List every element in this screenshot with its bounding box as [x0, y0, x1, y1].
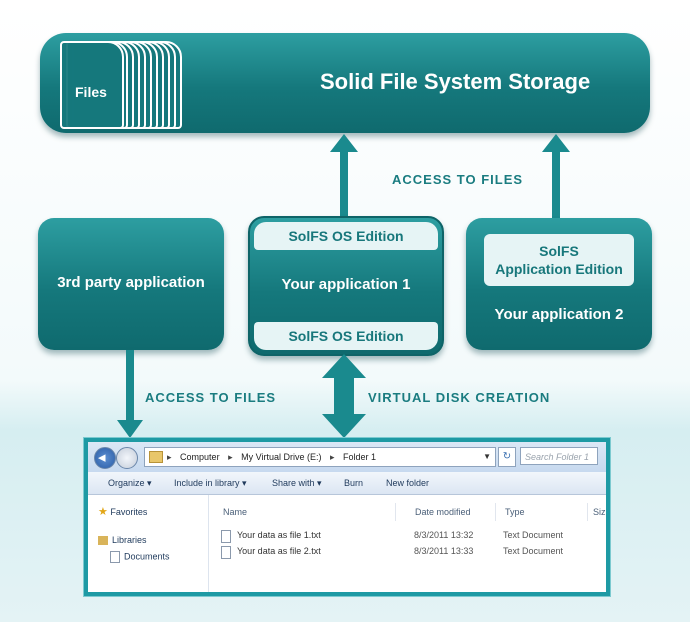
- refresh-button[interactable]: ↻: [498, 447, 516, 467]
- column-header-date[interactable]: Date modified: [415, 507, 471, 517]
- access-to-files-label: ACCESS TO FILES: [392, 172, 524, 187]
- breadcrumb-item[interactable]: My Virtual Drive (E:): [241, 452, 322, 462]
- new-folder-button[interactable]: New folder: [386, 478, 430, 488]
- column-header-type[interactable]: Type: [505, 507, 525, 517]
- solfs-application-edition: SolFS Application Edition: [484, 234, 634, 286]
- your-application-1-box: SolFS OS Edition Your application 1 SolF…: [248, 216, 444, 356]
- search-input[interactable]: Search Folder 1: [520, 447, 598, 465]
- nav-label: Favorites: [110, 507, 148, 517]
- third-party-label: 3rd party application: [57, 274, 205, 291]
- star-icon: ★: [98, 506, 108, 518]
- file-card: [60, 41, 124, 129]
- folder-icon: [149, 451, 163, 463]
- breadcrumb-item[interactable]: Folder 1: [343, 452, 377, 462]
- table-row[interactable]: Your data as file 1.txt 8/3/2011 13:32 T…: [221, 530, 606, 544]
- burn-button[interactable]: Burn: [344, 478, 364, 488]
- back-arrow-icon: ◂: [98, 449, 106, 466]
- text-file-icon: [221, 546, 231, 559]
- explorer-window: ◂ ▸ Computer ▸ My Virtual Drive (E:) ▸ F…: [84, 438, 610, 596]
- library-icon: [98, 536, 108, 546]
- your-application-2-box: SolFS Application Edition Your applicati…: [466, 218, 652, 350]
- nav-item-documents[interactable]: Documents: [110, 551, 170, 563]
- double-arrow-icon: [322, 354, 366, 438]
- down-arrow-icon: [117, 350, 143, 438]
- back-button[interactable]: ◂: [94, 447, 116, 469]
- chevron-down-icon[interactable]: ▼: [483, 452, 491, 461]
- navigation-pane: ★ Favorites Libraries Documents: [88, 495, 209, 592]
- address-bar-area: ◂ ▸ Computer ▸ My Virtual Drive (E:) ▸ F…: [88, 442, 606, 472]
- nav-item-libraries[interactable]: Libraries: [98, 535, 147, 546]
- file-name: Your data as file 1.txt: [237, 530, 321, 540]
- file-date: 8/3/2011 13:33: [414, 546, 474, 556]
- file-type: Text Document: [503, 530, 564, 540]
- nav-item-favorites[interactable]: ★ Favorites: [98, 505, 147, 518]
- file-date: 8/3/2011 13:32: [414, 530, 474, 540]
- up-arrow-icon: [542, 134, 570, 234]
- app1-label: Your application 1: [281, 276, 411, 293]
- text-file-icon: [221, 530, 231, 543]
- nav-label: Documents: [124, 551, 170, 562]
- breadcrumb-item[interactable]: Computer: [180, 452, 220, 462]
- table-row[interactable]: Your data as file 2.txt 8/3/2011 13:33 T…: [221, 546, 606, 560]
- address-input[interactable]: ▸ Computer ▸ My Virtual Drive (E:) ▸ Fol…: [144, 447, 496, 467]
- column-header-size[interactable]: Siz: [593, 507, 606, 517]
- share-with-button[interactable]: Share with ▾: [272, 478, 322, 488]
- solid-file-system-storage: Files Solid File System Storage: [40, 33, 650, 133]
- breadcrumb: ▸ Computer ▸ My Virtual Drive (E:) ▸ Fol…: [167, 452, 377, 462]
- files-stack-icon: Files: [60, 41, 182, 129]
- up-arrow-icon: [330, 134, 358, 220]
- files-label: Files: [75, 84, 107, 100]
- access-to-files-label: ACCESS TO FILES: [145, 390, 277, 405]
- third-party-application-box: 3rd party application: [38, 218, 224, 350]
- file-name: Your data as file 2.txt: [237, 546, 321, 556]
- edition-line-1: SolFS: [539, 243, 579, 259]
- include-in-library-button[interactable]: Include in library ▾: [174, 478, 247, 488]
- solfs-os-edition-top: SolFS OS Edition: [254, 222, 438, 250]
- storage-title: Solid File System Storage: [320, 69, 591, 94]
- edition-line-2: Application Edition: [495, 261, 623, 277]
- file-type: Text Document: [503, 546, 564, 556]
- command-toolbar: Organize ▾ Include in library ▾ Share wi…: [88, 472, 606, 495]
- virtual-disk-creation-label: VIRTUAL DISK CREATION: [368, 390, 551, 405]
- solfs-os-edition-bottom: SolFS OS Edition: [254, 322, 438, 350]
- column-header-name[interactable]: Name: [223, 507, 248, 517]
- nav-label: Libraries: [112, 535, 147, 545]
- app2-label: Your application 2: [494, 306, 624, 323]
- document-icon: [110, 551, 120, 563]
- forward-button[interactable]: [116, 447, 138, 469]
- organize-button[interactable]: Organize ▾: [108, 478, 152, 488]
- file-list: Name Date modified Type Siz Your data as…: [209, 495, 606, 592]
